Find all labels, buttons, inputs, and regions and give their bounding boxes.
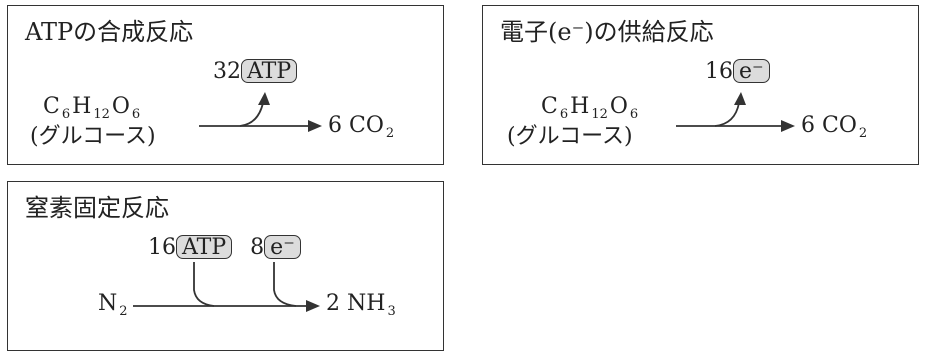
electron-count: 8	[250, 235, 265, 260]
branch-arrow-line	[714, 102, 740, 127]
electron-badge: e⁻	[733, 59, 770, 84]
atp-input-curve	[193, 262, 215, 307]
atp-count: 32	[213, 59, 241, 84]
branch-arrowhead	[258, 92, 270, 105]
branch-arrowhead	[734, 92, 746, 105]
reaction-arrows	[133, 262, 320, 312]
panel-title: ATPの合成反応	[25, 18, 194, 46]
panel-title: 電子(e⁻)の供給反応	[500, 18, 714, 46]
electron-input-curve	[273, 262, 297, 307]
reaction-arrows	[199, 92, 322, 132]
atp-badge: ATP	[176, 235, 233, 260]
branch-arrow-line	[239, 102, 264, 127]
glucose-label: (グルコース)	[507, 124, 633, 149]
panel-title: 窒素固定反応	[25, 194, 169, 222]
main-arrowhead	[308, 120, 322, 132]
electron-count: 16	[705, 59, 733, 84]
main-arrowhead	[781, 120, 795, 132]
reaction-arrows	[676, 92, 795, 132]
atp-count: 16	[148, 235, 176, 260]
main-arrowhead	[306, 300, 320, 312]
glucose-label: (グルコース)	[30, 124, 156, 149]
electron-badge: e⁻	[264, 235, 301, 260]
atp-badge: ATP	[241, 59, 298, 84]
